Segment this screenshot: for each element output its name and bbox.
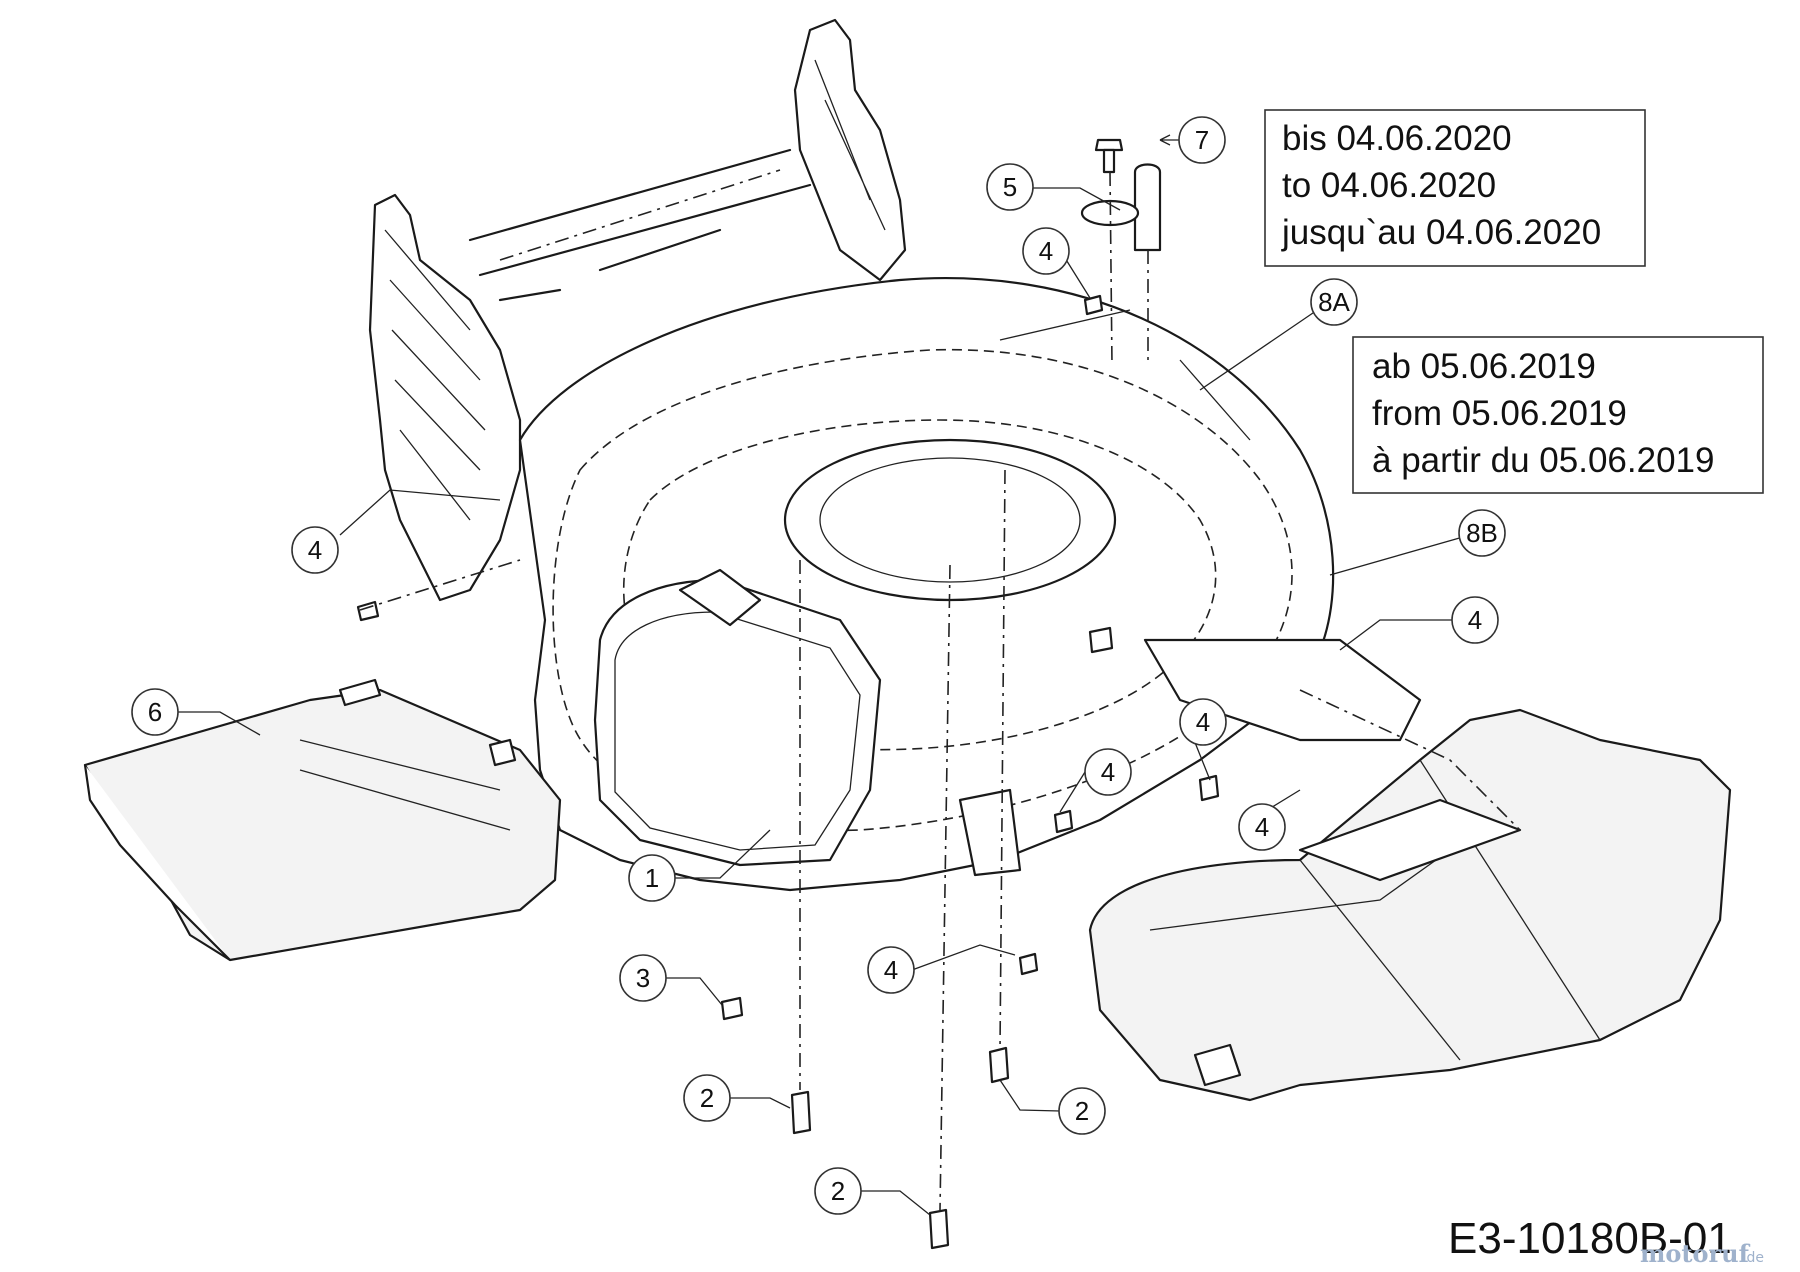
callout-circle — [1058, 1087, 1106, 1135]
callout-8a: 8A — [1318, 287, 1350, 317]
callout-circle — [683, 1074, 731, 1122]
callout-circle — [1451, 596, 1499, 644]
callout-circle — [619, 954, 667, 1002]
callout-circle — [1238, 803, 1286, 851]
callout-7: 7 — [1195, 125, 1209, 155]
discharge-flap-1 — [593, 568, 882, 867]
callout-4: 4 — [1255, 812, 1269, 842]
callout-5: 5 — [1003, 172, 1017, 202]
callout-4: 4 — [1101, 757, 1115, 787]
note-before-line-3: jusqu`au 04.06.2020 — [1281, 213, 1601, 252]
callout-circle — [1084, 748, 1132, 796]
leader-lines — [178, 134, 1471, 1216]
rear-flap-6 — [83, 678, 562, 962]
callout-circle — [867, 946, 915, 994]
fasteners — [356, 138, 1220, 1250]
callouts: 7 5 4 8A 8B 4 4 6 4 4 4 1 3 4 2 2 2 — [131, 116, 1506, 1215]
drawing-code: E3-10180B-01 — [1448, 1214, 1732, 1263]
note-after-line-3: à partir du 05.06.2019 — [1372, 441, 1714, 480]
callout-2: 2 — [1075, 1096, 1089, 1126]
note-before-line-1: bis 04.06.2020 — [1282, 119, 1512, 158]
callout-8b: 8B — [1466, 518, 1498, 548]
callout-circle — [1179, 698, 1227, 746]
callout-circle — [1178, 116, 1226, 164]
callout-3: 3 — [636, 963, 650, 993]
callout-6: 6 — [148, 697, 162, 727]
callout-circle — [628, 854, 676, 902]
callout-4: 4 — [884, 955, 898, 985]
callout-2: 2 — [831, 1176, 845, 1206]
callout-1: 1 — [645, 863, 659, 893]
watermark-logo: motoruf — [1640, 1239, 1751, 1268]
note-before-line-2: to 04.06.2020 — [1282, 166, 1496, 205]
callout-4: 4 — [1039, 236, 1053, 266]
rear-cover — [1088, 708, 1732, 1102]
callout-2: 2 — [700, 1083, 714, 1113]
callout-4: 4 — [308, 535, 322, 565]
note-after: ab 05.06.2019 from 05.06.2019 à partir d… — [1352, 336, 1764, 494]
callout-circle — [1310, 278, 1358, 326]
watermark-suffix: .de — [1742, 1250, 1764, 1266]
note-after-line-1: ab 05.06.2019 — [1372, 347, 1596, 386]
note-after-line-2: from 05.06.2019 — [1372, 394, 1627, 433]
callout-circle — [291, 526, 339, 574]
callout-circle — [1458, 509, 1506, 557]
callout-4: 4 — [1468, 605, 1482, 635]
callout-circle — [131, 688, 179, 736]
callout-circle — [814, 1167, 862, 1215]
callout-circle — [1022, 227, 1070, 275]
callout-4: 4 — [1196, 707, 1210, 737]
note-before: bis 04.06.2020 to 04.06.2020 jusqu`au 04… — [1264, 109, 1646, 267]
callout-circle — [986, 163, 1034, 211]
